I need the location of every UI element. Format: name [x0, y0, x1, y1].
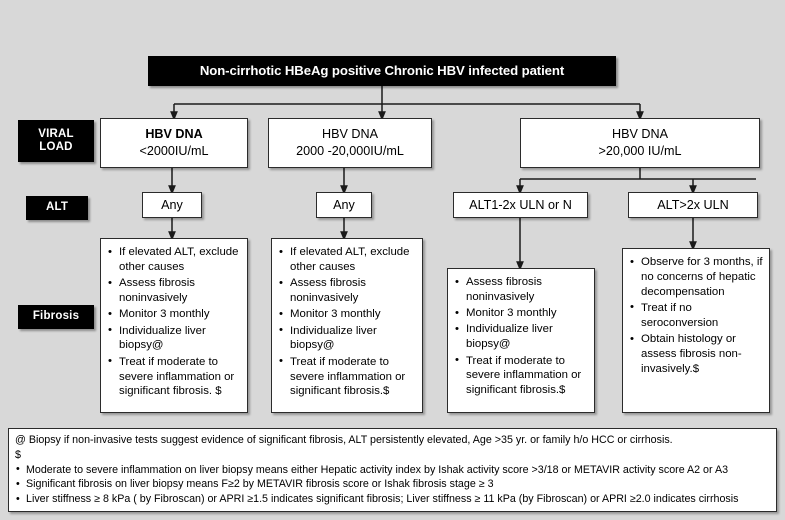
footnote-line: Moderate to severe inflammation on liver…	[15, 462, 770, 478]
list-item: Treat if moderate to severe inflammation…	[455, 353, 588, 398]
list-item: Treat if no seroconversion	[630, 300, 763, 331]
list-item: Treat if moderate to severe inflammation…	[108, 354, 241, 399]
list-item: Individualize liver biopsy@	[279, 323, 416, 354]
list-item: If elevated ALT, exclude other causes	[108, 245, 241, 275]
fibrosis-box-3[interactable]: Assess fibrosis noninvasively Monitor 3 …	[447, 268, 595, 413]
row-label-alt: ALT	[26, 196, 88, 220]
list-item: Monitor 3 monthly	[455, 306, 588, 321]
list-item: Assess fibrosis noninvasively	[279, 276, 416, 306]
alt-box-gt-2x-uln[interactable]: ALT>2x ULN	[628, 192, 758, 218]
list-item: Assess fibrosis noninvasively	[108, 276, 241, 306]
alt-box-any-mid[interactable]: Any	[316, 192, 372, 218]
footnote-line: Liver stiffness ≥ 8 kPa ( by Fibroscan) …	[15, 492, 770, 507]
fibrosis-box-2[interactable]: If elevated ALT, exclude other causes As…	[271, 238, 423, 413]
list-item: Monitor 3 monthly	[279, 307, 416, 322]
footnote-line: $	[15, 448, 21, 461]
list-item: Observe for 3 months, if no concerns of …	[630, 254, 763, 299]
page-title: Non-cirrhotic HBeAg positive Chronic HBV…	[148, 56, 616, 86]
viral-load-box-low[interactable]: HBV DNA <2000IU/mL	[100, 118, 248, 168]
footnote-panel: @ Biopsy if non-invasive tests suggest e…	[8, 428, 777, 512]
list-item: Monitor 3 monthly	[108, 307, 241, 322]
fibrosis-box-4[interactable]: Observe for 3 months, if no concerns of …	[622, 248, 770, 413]
footnote-line: Significant fibrosis on liver biopsy mea…	[15, 477, 770, 492]
viral-load-box-high[interactable]: HBV DNA >20,000 IU/mL	[520, 118, 760, 168]
viral-load-box-mid[interactable]: HBV DNA 2000 -20,000IU/mL	[268, 118, 432, 168]
alt-box-any-low[interactable]: Any	[142, 192, 202, 218]
viral-load-box-high-line1: HBV DNA	[612, 127, 668, 141]
list-item: Individualize liver biopsy@	[108, 323, 241, 354]
fibrosis-box-3-list: Assess fibrosis noninvasively Monitor 3 …	[452, 275, 588, 398]
list-item: If elevated ALT, exclude other causes	[279, 245, 416, 275]
row-label-fibrosis: Fibrosis	[18, 305, 94, 329]
list-item: Obtain histology or assess fibrosis non-…	[630, 332, 763, 376]
footnote-line: @ Biopsy if non-invasive tests suggest e…	[15, 434, 673, 446]
viral-load-box-low-line2: <2000IU/mL	[139, 144, 209, 158]
viral-load-box-low-line1: HBV DNA	[145, 127, 203, 141]
row-label-viral-load: VIRAL LOAD	[18, 120, 94, 162]
list-item: Assess fibrosis noninvasively	[455, 275, 588, 305]
viral-load-box-mid-line2: 2000 -20,000IU/mL	[296, 144, 404, 158]
fibrosis-box-1[interactable]: If elevated ALT, exclude other causes As…	[100, 238, 248, 413]
row-label-viral-load-line2: LOAD	[39, 141, 73, 153]
viral-load-box-mid-line1: HBV DNA	[322, 127, 378, 141]
row-label-viral-load-line1: VIRAL	[38, 127, 74, 140]
list-item: Treat if moderate to severe inflammation…	[279, 354, 416, 399]
fibrosis-box-1-list: If elevated ALT, exclude other causes As…	[105, 245, 241, 399]
list-item: Individualize liver biopsy@	[455, 322, 588, 352]
alt-box-1-2x-uln[interactable]: ALT1-2x ULN or N	[453, 192, 588, 218]
fibrosis-box-2-list: If elevated ALT, exclude other causes As…	[276, 245, 416, 399]
viral-load-box-high-line2: >20,000 IU/mL	[598, 144, 682, 158]
fibrosis-box-4-list: Observe for 3 months, if no concerns of …	[627, 254, 763, 377]
